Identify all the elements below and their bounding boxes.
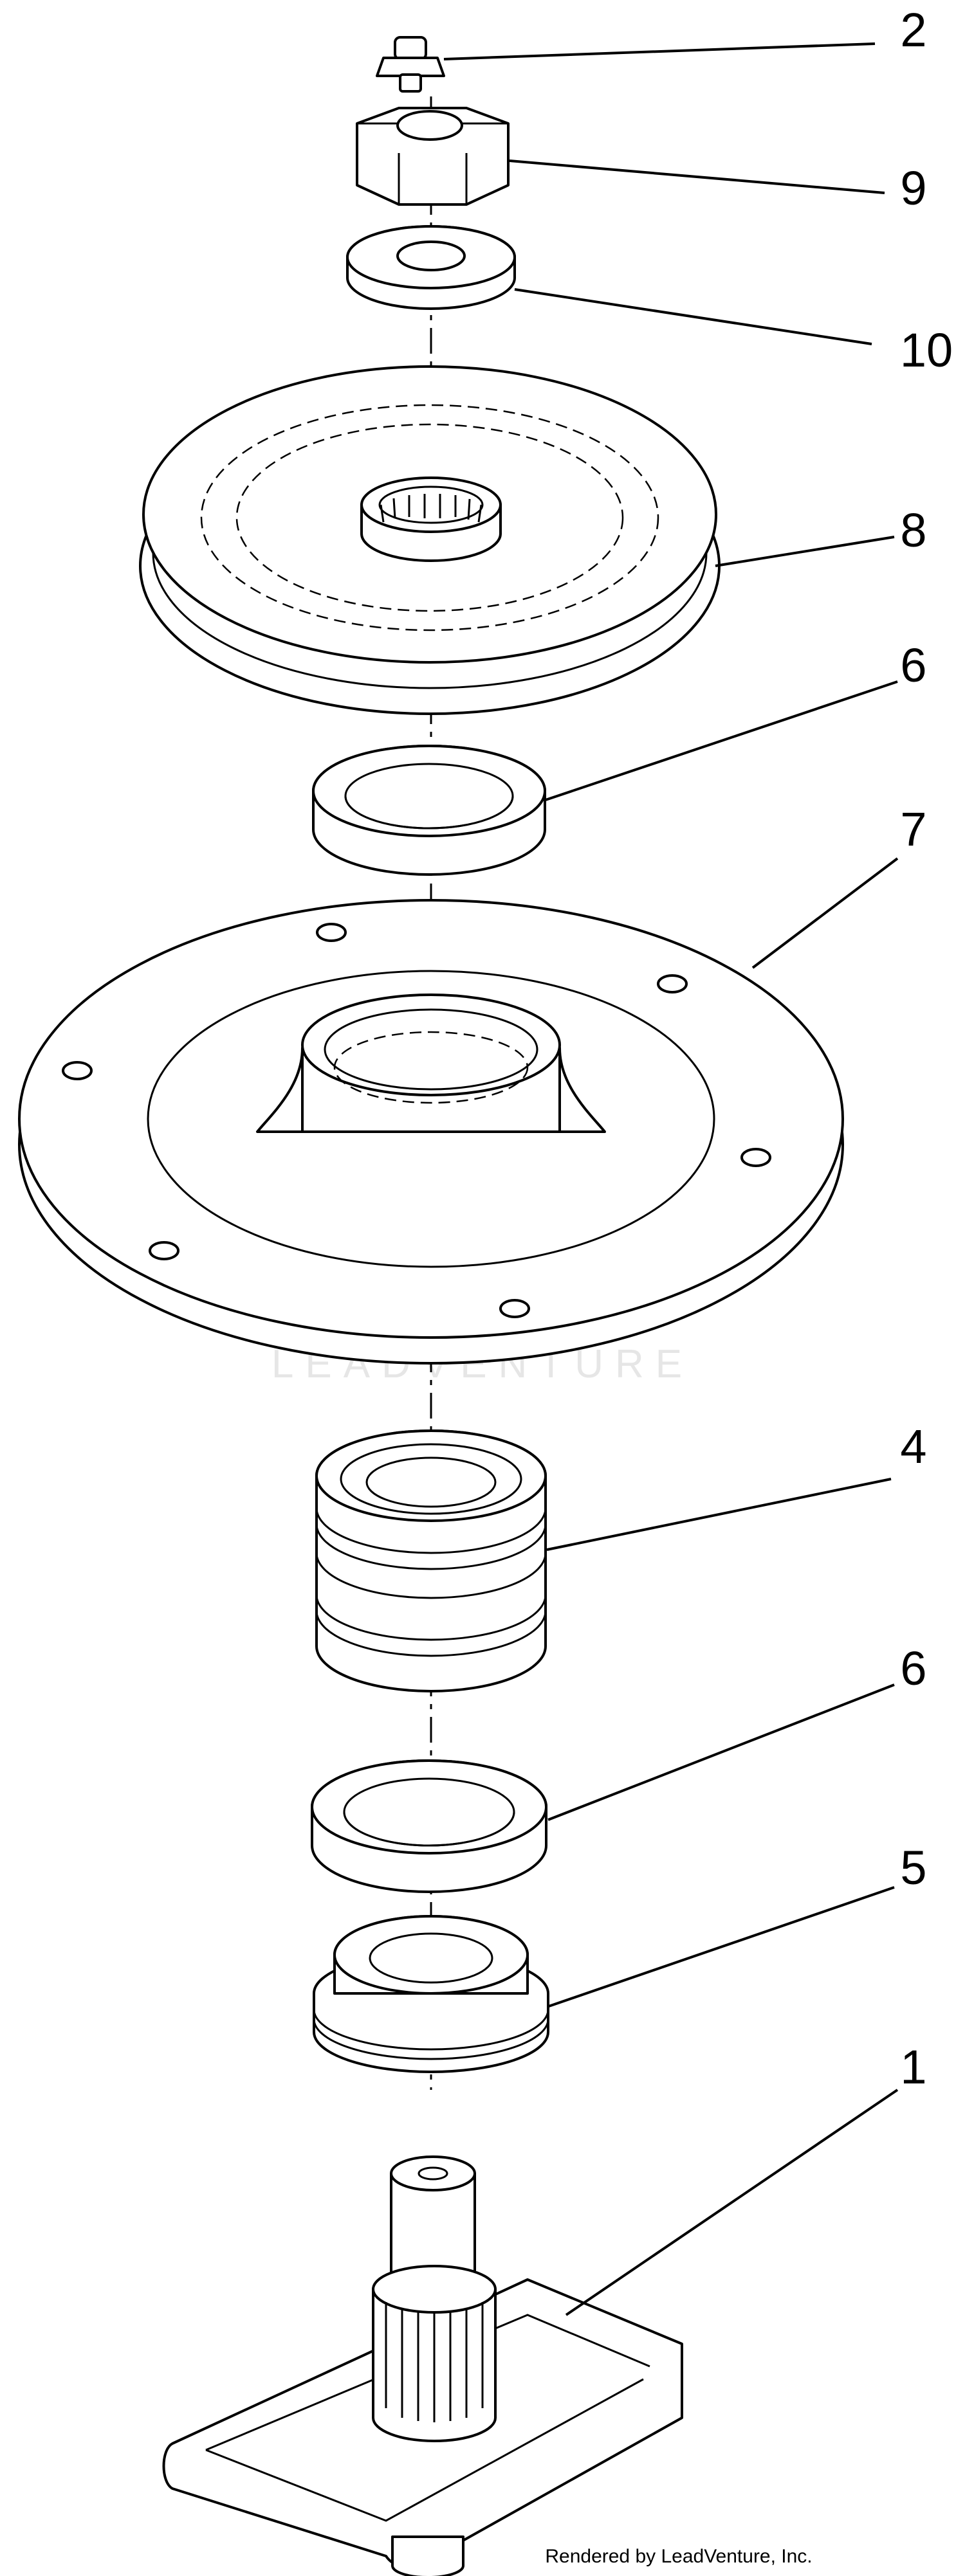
leader-line-6-lower: [547, 1683, 895, 1821]
callout-label: 7: [900, 803, 926, 856]
callout-label: 4: [900, 1420, 926, 1473]
callout-label: 5: [900, 1841, 926, 1894]
leader-line-7: [751, 857, 899, 969]
part-seal-lower: [311, 1759, 547, 1893]
part-seal-upper: [312, 745, 546, 876]
leader-line-9: [509, 159, 885, 194]
part-bearing-spacer: [313, 1915, 549, 2073]
leader-line-5: [548, 1886, 895, 2008]
leader-line-4: [546, 1478, 892, 1551]
part-bearing: [315, 1429, 547, 1692]
callouts: 2 9 10 8 6 7 4 6 5 1: [900, 3, 953, 2094]
part-spindle-shaft: [162, 2155, 683, 2576]
callout-label: 1: [900, 2040, 926, 2094]
leader-lines: [443, 42, 899, 2316]
leader-line-2: [443, 42, 876, 60]
leader-line-1: [565, 2089, 899, 2316]
leader-line-6-upper: [543, 680, 898, 802]
footer-credit: Rendered by LeadVenture, Inc.: [545, 2546, 812, 2567]
part-flat-washer: [346, 225, 516, 310]
callout-label: 6: [900, 639, 926, 692]
part-grease-fitting: [376, 36, 445, 93]
part-pulley: [139, 365, 721, 715]
part-hex-nut: [356, 107, 510, 206]
callout-label: 9: [900, 161, 926, 215]
leader-line-8: [715, 536, 895, 567]
callout-label: 10: [900, 323, 953, 377]
leader-line-10: [514, 288, 872, 345]
callout-label: 8: [900, 503, 926, 557]
part-spindle-housing: [18, 899, 844, 1365]
callout-label: 6: [900, 1642, 926, 1695]
callout-label: 2: [900, 3, 926, 57]
